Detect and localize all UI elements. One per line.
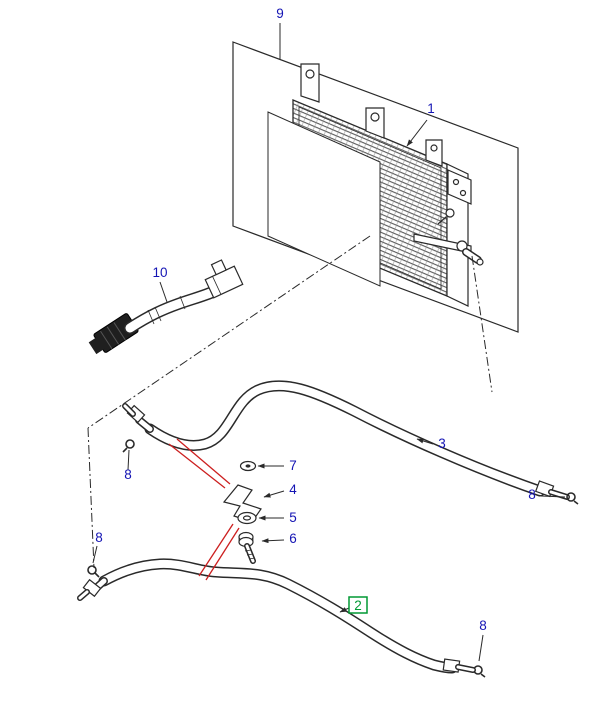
red-leader (198, 523, 234, 577)
callout-6[interactable]: 6 (289, 531, 297, 546)
alignment-leader-lines (168, 438, 240, 581)
retaining-clip-tail (122, 447, 128, 453)
retaining-clip (125, 439, 135, 449)
bracket-hole (459, 189, 467, 197)
tube-tip-inner (123, 404, 135, 416)
washer-upper-hole (245, 464, 251, 468)
callout-8[interactable]: 8 (95, 530, 103, 545)
tube-body (100, 559, 456, 672)
callout-4[interactable]: 4 (289, 482, 297, 497)
callout-leader (416, 438, 434, 445)
connector-rib (113, 322, 126, 341)
callout-10[interactable]: 10 (152, 265, 167, 280)
cooler-tube-lower (77, 558, 476, 674)
callout-leader (478, 634, 484, 662)
bolt-thread-line (244, 549, 252, 552)
connector-hose (88, 259, 244, 355)
callout-labels: 9 1 10 3 7 4 5 6 8 8 8 8 2 (95, 6, 536, 633)
outlet-fitting-cap (476, 258, 484, 266)
bolt-thread-line (246, 553, 254, 556)
bracket-hole (452, 178, 460, 186)
callout-leader (261, 538, 285, 544)
callout-leader (92, 545, 98, 564)
tube-end-stub-inner (136, 417, 153, 432)
callout-8[interactable]: 8 (528, 487, 536, 502)
callout-leader (339, 607, 350, 613)
cooler-tube-upper (122, 380, 570, 500)
oil-cooler-radiator (267, 63, 484, 307)
connector-rib (100, 330, 113, 350)
bracket-hardware (222, 460, 262, 564)
fitting-line (212, 276, 222, 295)
retaining-clip-tail (573, 500, 579, 505)
radiator-port (445, 208, 455, 218)
red-leader (176, 438, 231, 485)
bracket-hole (370, 112, 380, 122)
highlight-box (348, 596, 368, 614)
side-mounting-bracket (447, 169, 472, 205)
callout-7[interactable]: 7 (289, 458, 297, 473)
callout-leader (540, 495, 566, 498)
hose-collar-line (147, 309, 155, 325)
center-line (87, 427, 95, 569)
hose-collar-line (179, 295, 186, 310)
callout-leader (406, 119, 428, 147)
tube-tip-inner (78, 590, 89, 600)
cutaway-plane (267, 111, 381, 287)
callout-leader (159, 281, 168, 303)
tube-body (146, 381, 544, 495)
connector-tip (88, 336, 105, 355)
retaining-clips (87, 439, 579, 678)
bolt-thread-line (248, 557, 256, 560)
washer-lower-hole (242, 515, 252, 521)
retaining-clip-tail (480, 673, 486, 678)
callout-1[interactable]: 1 (427, 101, 435, 116)
hose-body (125, 286, 220, 333)
tube-tip-inner (549, 490, 569, 499)
tube-tip-inner (456, 665, 475, 672)
fitting-tab (210, 259, 227, 276)
callout-3[interactable]: 3 (438, 436, 446, 451)
bracket-hole (430, 144, 438, 152)
center-line (471, 255, 493, 393)
callout-5[interactable]: 5 (289, 510, 297, 525)
callout-8[interactable]: 8 (479, 618, 487, 633)
connector-rib (106, 326, 120, 345)
retaining-clip-tail (94, 572, 100, 578)
bracket-hole (305, 69, 315, 79)
mounting-bracket-tab (365, 107, 385, 139)
callout-2-highlighted[interactable]: 2 (354, 598, 362, 613)
retaining-clip (87, 565, 97, 575)
hose-end-fitting (204, 259, 244, 299)
red-leader (168, 443, 226, 489)
retaining-clip (566, 492, 576, 502)
callout-9[interactable]: 9 (276, 6, 284, 21)
mounting-bracket-tab (425, 139, 443, 167)
center-line (87, 235, 371, 429)
callout-8[interactable]: 8 (124, 467, 132, 482)
hose-connector-plug (88, 313, 139, 355)
port-stem (437, 216, 447, 225)
callout-leaders (92, 23, 566, 662)
assembly-boundary-box (232, 41, 519, 333)
callout-leader (127, 449, 130, 471)
red-leader (205, 527, 240, 581)
hose-collar-line (154, 306, 162, 322)
callout-leader (263, 490, 285, 498)
